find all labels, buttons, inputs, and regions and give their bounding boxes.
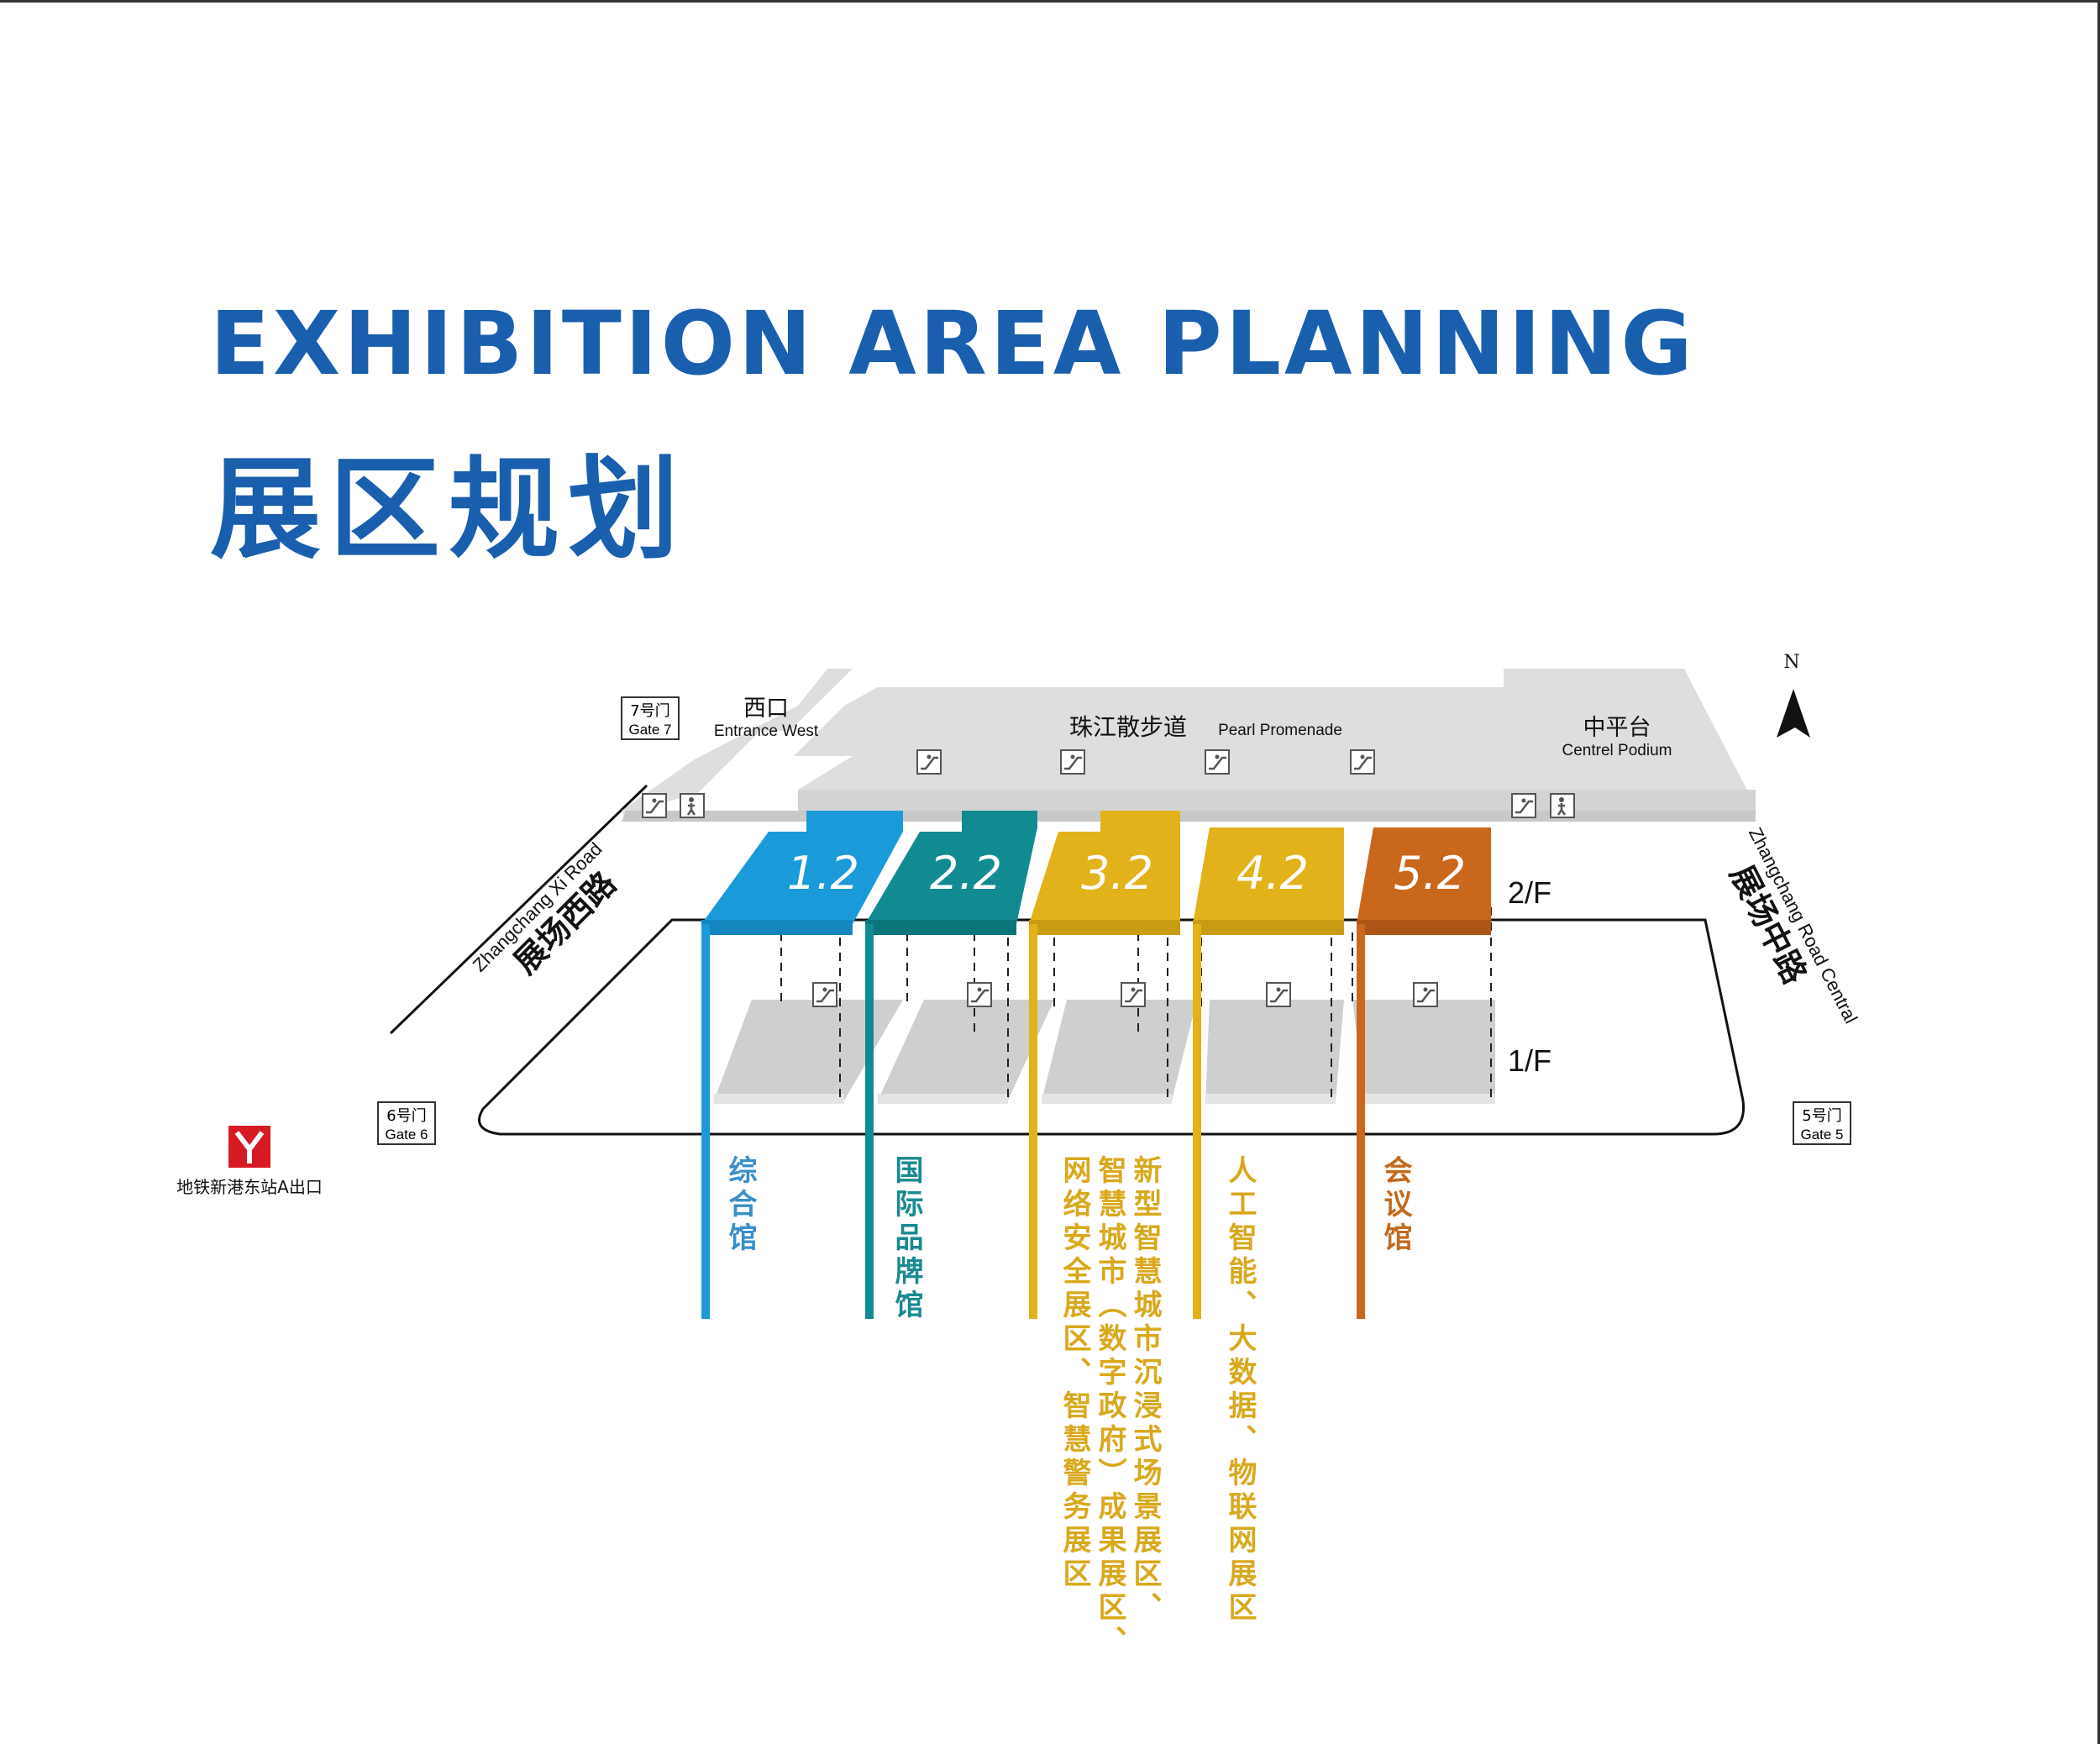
promenade-edge [622, 811, 1756, 822]
hall-3.2-top [1029, 811, 1180, 935]
escalator-icon [1510, 792, 1537, 819]
escalator-icon [1412, 981, 1439, 1008]
hall-3.2-block [1029, 811, 1180, 924]
hall-1.2-top [701, 811, 903, 935]
hall-2.2-block [865, 811, 1037, 924]
hall-5.2-top [1357, 827, 1491, 935]
promenade-area [794, 669, 1756, 819]
svg-text:Gate 6: Gate 6 [385, 1127, 428, 1143]
road-west-line [389, 784, 648, 1035]
elevator-icon [1549, 792, 1576, 819]
hall-pillars [701, 924, 1365, 1319]
floor-2-label: 2/F [1508, 875, 1551, 910]
escalator-icon [811, 981, 838, 1008]
escalator-icon [966, 981, 993, 1008]
hall-number-4.2: 4.2 [1236, 847, 1309, 900]
hall-3.2-desc-col1: 新型智慧城市沉浸式场景展区、 [1128, 1155, 1162, 1626]
elevator-icon [679, 792, 706, 819]
hall-4.2-top [1193, 827, 1344, 935]
svg-text:5号门: 5号门 [1802, 1107, 1841, 1125]
promenade-cn: 珠江散步道 [1069, 713, 1187, 741]
hall-number-1.2: 1.2 [787, 847, 859, 900]
escalator-icon [916, 749, 942, 775]
road-west-label: Zhangchang Xi Road 展场西路 [469, 838, 624, 981]
floor-1-label: 1/F [1508, 1043, 1551, 1078]
podium-en: Centrel Podium [1562, 742, 1672, 759]
hall-2.2-top [865, 811, 1037, 935]
svg-text:Gate 7: Gate 7 [628, 722, 671, 738]
hall-1.2-desc: 综合馆 [723, 1155, 757, 1256]
metro-logo-icon [228, 1126, 270, 1168]
north-label: N [1783, 652, 1799, 673]
hall-3.2-desc-col3: 网络安全展区、智慧警务展区 [1058, 1155, 1091, 1592]
metro-exit-label: 地铁新港东站A出口 [176, 1177, 323, 1197]
hall-1.2-block [701, 811, 903, 924]
road-central-label: Zhangchang Road Central 展场中路 [1723, 824, 1861, 1027]
escalator-icon [1265, 981, 1292, 1008]
hall-5.2-desc: 会议馆 [1378, 1155, 1412, 1256]
svg-text:Gate 5: Gate 5 [1800, 1127, 1843, 1143]
top-border [0, 0, 2100, 3]
hall-number-3.2: 3.2 [1081, 847, 1153, 900]
promenade-en: Pearl Promenade [1218, 722, 1342, 739]
hall-4.2-block [1193, 827, 1344, 924]
podium-cn: 中平台 [1583, 715, 1651, 741]
hall-2.2-desc: 国际品牌馆 [890, 1155, 923, 1323]
entrance-west-cn: 西口 [743, 696, 789, 722]
escalator-icon [1120, 981, 1147, 1008]
north-arrow-icon: N [1777, 652, 1810, 738]
ground-outline [478, 918, 1746, 1136]
page-title-en: EXHIBITION AREA PLANNING [210, 292, 1696, 395]
right-border [2097, 0, 2100, 1744]
gate-6-sign: 6号门 Gate 6 [377, 1101, 436, 1145]
first-floor-halls [714, 1000, 1495, 1101]
svg-text:6号门: 6号门 [386, 1107, 426, 1125]
hall-number-5.2: 5.2 [1394, 847, 1466, 900]
gate-7-sign: 7号门 Gate 7 [621, 696, 680, 740]
escalator-icon [641, 792, 668, 819]
hall-4.2-desc: 人工智能、大数据、物联网展区 [1223, 1155, 1257, 1626]
entrance-west-en: Entrance West [714, 722, 819, 740]
svg-text:7号门: 7号门 [630, 702, 669, 720]
gate-5-sign: 5号门 Gate 5 [1793, 1101, 1851, 1145]
escalator-icon [1349, 749, 1376, 775]
escalator-icon [1204, 749, 1231, 775]
page-title-cn: 展区规划 [210, 445, 687, 575]
hall-5.2-block [1357, 827, 1491, 924]
hall-number-2.2: 2.2 [930, 847, 1002, 900]
hall-3.2-desc-col2: 智慧城市（数字政府）成果展区、 [1093, 1155, 1126, 1659]
escalator-icon [1059, 749, 1086, 775]
west-entrance-area [622, 669, 853, 819]
